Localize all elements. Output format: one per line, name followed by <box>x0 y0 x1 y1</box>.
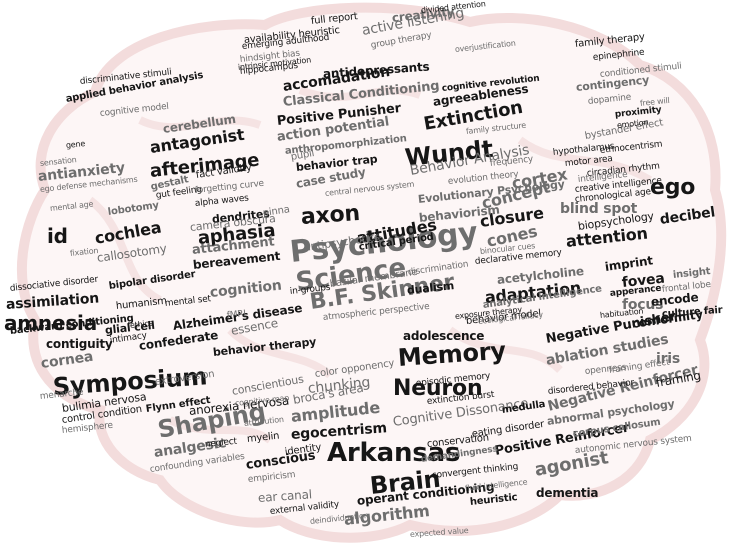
word-axon: axon <box>300 200 361 230</box>
word-amnesia: amnesia <box>4 311 97 335</box>
brain-outline <box>16 2 727 543</box>
word-arkansas: Arkansas <box>327 438 461 468</box>
word-ego: ego <box>650 175 696 200</box>
word-focus: focus <box>622 297 664 313</box>
brain-fold-1 <box>138 116 262 132</box>
word-ear-canal: ear canal <box>257 487 313 505</box>
word-iris: iris <box>656 351 681 367</box>
word-dementia: dementia <box>536 486 599 500</box>
brain-fold-4 <box>517 136 653 184</box>
word-memory: Memory <box>397 336 507 372</box>
word-neuron: Neuron <box>393 376 483 401</box>
word-contiguity: contiguity <box>46 337 113 351</box>
brain-fold-3 <box>87 196 162 304</box>
brain-fold-6 <box>447 326 563 373</box>
brain-fold-7 <box>168 416 273 444</box>
word-id: id <box>47 224 68 248</box>
brain-fold-5 <box>227 327 333 379</box>
word-blind-spot: blind spot <box>560 201 638 217</box>
word-adolescence: adolescence <box>403 329 485 343</box>
brain-fold-2 <box>298 86 422 102</box>
